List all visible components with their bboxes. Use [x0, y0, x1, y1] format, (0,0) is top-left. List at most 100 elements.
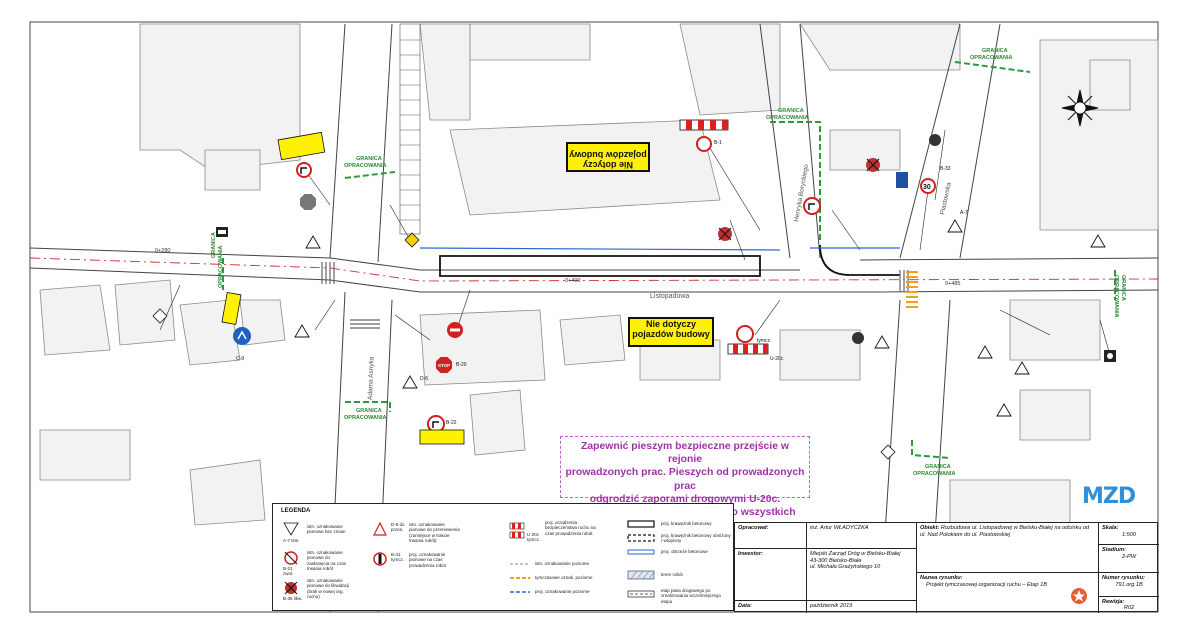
construction-zone [439, 244, 900, 277]
barrier-u20c-2 [727, 343, 769, 355]
legend-text-11: tymczasowe oznak. poziome [535, 575, 593, 580]
boundary-label-3b: OPRACOWANIA [344, 163, 387, 169]
sign-code-b20: B-20 [456, 362, 467, 368]
tb-revision-cell: Rewizja: R02 [1099, 597, 1159, 613]
sign-priority [404, 232, 420, 248]
sign-plate [216, 227, 228, 237]
sign-code-b33: B-33 [940, 166, 951, 172]
tb-scale-label: Skala: [1102, 525, 1119, 531]
tb-author-label-cell: Opracował: [735, 523, 807, 549]
notice-not-for-site-vehicles-rotated: Nie dotyczy pojazdów budowy [566, 142, 650, 172]
sign-covered-4 [852, 332, 864, 344]
speed-limit-text: 30 [923, 184, 931, 191]
legend-panel: LEGENDA A-7 istn. istn. oznakowanie pion… [272, 503, 734, 611]
legend-line-marking-existing-icon [510, 563, 530, 565]
svg-text:STOP: STOP [438, 363, 450, 368]
sign-code-d6: D-6 [420, 376, 428, 382]
sign-yellow-plate [277, 131, 326, 161]
mzd-logo: MZD [1082, 484, 1136, 509]
sign-b1-closed [696, 136, 712, 152]
sign-speed-30: 30 [920, 178, 936, 194]
pedestrian-safety-note: Zapewnić pieszym bezpieczne przejście w … [560, 436, 810, 531]
boundary-label-6a: GRANICA [925, 464, 951, 470]
sign-warning-triangles [294, 219, 1106, 417]
title-block: Opracował: inż. Artur WŁADYCZKA Inwestor… [734, 522, 1159, 613]
sign-covered-2 [866, 158, 880, 172]
drawing-frame [29, 21, 1159, 613]
tb-investor-label-cell: Inwestor: [735, 549, 807, 601]
tb-stage-value: 2-PW [1122, 553, 1136, 560]
tb-object-cell: Obiekt: Rozbudowa ul. Listopadowej w Bie… [917, 523, 1099, 573]
station-label-3: 0+485 [945, 281, 960, 287]
legend-code-2: B-21 zwol. [283, 566, 294, 577]
tb-object-label: Obiekt: [920, 525, 940, 531]
boundary-label-5a: GRANICA [356, 408, 382, 414]
tb-author-value: inż. Artur WŁADYCZKA [810, 525, 869, 531]
station-label-2: 0+400 [565, 278, 580, 284]
legend-code-5: B-41 tymcz. [391, 552, 404, 563]
legend-text-7: proj. krawężnik betonowy [661, 521, 712, 526]
tb-investor-line-3: ul. Michała Grażyńskiego 10 [810, 564, 881, 571]
sign-covered [718, 227, 732, 241]
sign-blue-info [896, 172, 908, 188]
sign-priority-2 [152, 308, 168, 324]
tb-drawing-name-cell: Nazwa rysunku: Projekt tymczasowej organ… [917, 573, 1099, 613]
tb-number-value: 791.org.1B [1115, 581, 1143, 588]
note-line-2: prowadzonych prac. Pieszych od prowadzon… [565, 467, 805, 492]
company-star-logo-icon [1071, 588, 1087, 604]
legend-symbol-moved-icon [373, 522, 387, 536]
zebra-crossings [321, 262, 909, 329]
sign-b1-closed-2 [736, 325, 754, 343]
sign-blue-mandatory [233, 327, 251, 345]
legend-line-marking-temporary-icon [510, 577, 530, 579]
sign-code-a7: A-7 [960, 210, 968, 216]
legend-text-6: proj. urządzenia bezpieczeństwa ruchu na… [545, 520, 596, 536]
legend-text-14: etap pasa drogowego po zrealizowaniu wcz… [661, 588, 722, 604]
tb-stage-cell: Stadium: 2-PW [1099, 545, 1159, 573]
sign-yellow-plate-2 [221, 291, 242, 325]
tb-date-value-cell: październik 2019 [807, 601, 917, 613]
street-name-piastowska: Piastowska [939, 181, 953, 215]
tb-date-label: Data: [738, 603, 752, 609]
station-label-1: 0+280 [155, 248, 170, 254]
legend-symbol-removed-icon [284, 581, 298, 595]
sign-no-entry [447, 322, 463, 338]
boundary-label-1a: GRANICA [982, 48, 1008, 54]
tb-stage-label: Stadium: [1102, 547, 1126, 553]
legend-line-marking-proj-icon [510, 591, 530, 593]
legend-text-3: istn. oznakowanie pionowe do likwidacji … [307, 578, 350, 600]
legend-text-10: istn. oznakowanie poziome [535, 561, 590, 566]
boundary-labels: GRANICA OPRACOWANIA GRANICA OPRACOWANIA … [211, 48, 1126, 477]
legend-text-9: proj. obrzeże betonowe [661, 549, 708, 554]
sign-yellow-plate-3 [419, 429, 465, 445]
temporary-crossing-orange [906, 271, 918, 308]
barrier-u20c [679, 119, 729, 131]
boundary-label-7a: GRANICA [1120, 275, 1126, 301]
sign-code-b22: B-22 [446, 420, 457, 426]
legend-code-4: D-6 do przen. [391, 522, 405, 533]
note-line-3: odgrodzić zaporami drogowymi U-20c. [589, 493, 781, 505]
road-axis [29, 257, 1159, 282]
tb-scale-cell: Skala: 1:500 [1099, 523, 1159, 545]
road-edges [29, 23, 1159, 613]
legend-symbol-temporary-icon [373, 552, 387, 566]
tb-investor-line-1: Miejski Zarząd Dróg w Bielsku-Białej [810, 551, 901, 557]
sign-stop: STOP [436, 357, 452, 373]
boundary-label-3a: GRANICA [356, 156, 382, 162]
sign-stop-2 [300, 194, 316, 210]
boundary-label-1b: OPRACOWANIA [970, 55, 1013, 61]
notice-line-1: Nie dotyczy [645, 319, 696, 329]
legend-symbol-covered-icon [284, 551, 298, 565]
tb-number-label: Numer rysunku: [1102, 575, 1145, 581]
sign-code-u20c: U-20c [770, 356, 784, 362]
notice-line-1: Nie dotyczy [583, 160, 634, 170]
tb-number-cell: Numer rysunku: 791.org.1B [1099, 573, 1159, 597]
tb-date-value: październik 2019 [810, 603, 853, 609]
legend-text-4: istn. oznakowanie pionowe do przeniesien… [409, 522, 460, 544]
tb-investor-value-cell: Miejski Zarząd Dróg w Bielsku-Białej 43-… [807, 549, 917, 601]
sign-plate-2 [1104, 350, 1116, 362]
tb-date-label-cell: Data: [735, 601, 807, 613]
tb-object-value: Rozbudowa ul. Listopadowej w Bielsku-Bia… [920, 525, 1090, 538]
boundary-lines [222, 61, 1116, 459]
